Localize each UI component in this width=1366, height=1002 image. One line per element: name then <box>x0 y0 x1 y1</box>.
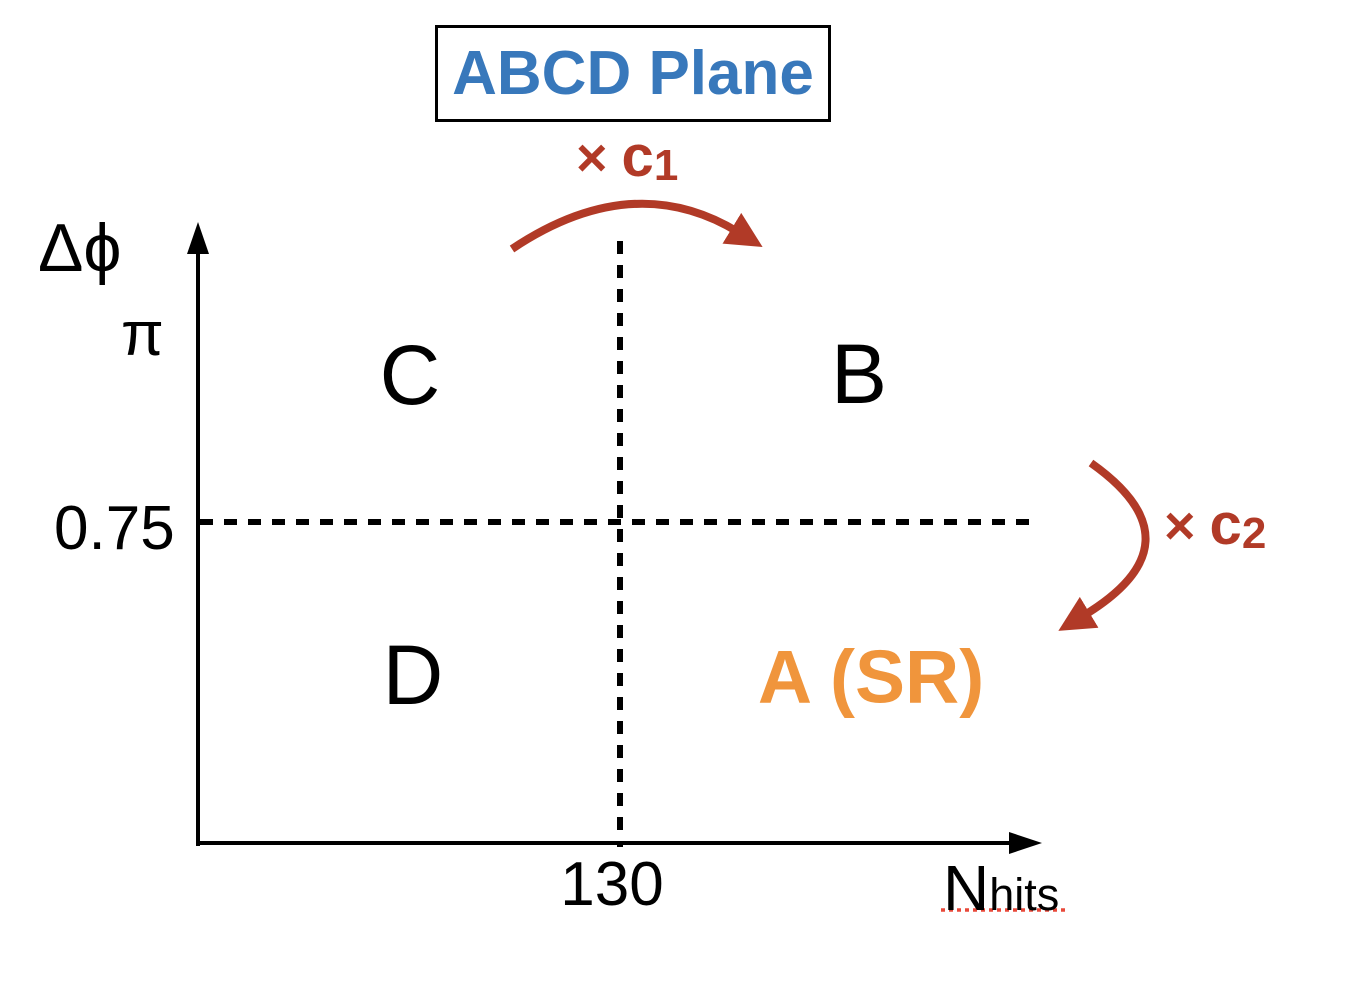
y-axis-pi-tick-label: π <box>121 300 164 369</box>
x-axis-label-subscript: hits <box>989 869 1060 920</box>
y-axis-arrowhead-icon <box>187 222 209 254</box>
c2-subscript: 2 <box>1241 509 1267 558</box>
c1-times-sign: × <box>576 128 608 188</box>
c1-transfer-arrow-icon <box>509 199 763 253</box>
c1-variable: c <box>621 124 654 189</box>
y-axis-label: Δϕ <box>38 210 122 286</box>
x-axis-arrowhead-icon <box>1009 832 1042 854</box>
c2-factor-label: ×c2 <box>1164 496 1266 556</box>
diagram-title: ABCD Plane <box>452 38 814 108</box>
c2-transfer-arrow-icon <box>1058 459 1150 631</box>
x-axis-threshold-tick-label: 130 <box>560 850 664 919</box>
c2-variable: c <box>1209 492 1242 557</box>
c1-factor-label: ×c1 <box>576 128 678 188</box>
region-c-label: C <box>379 328 441 422</box>
y-axis-threshold-tick-label: 0.75 <box>54 494 175 563</box>
region-a-signal-label: A (SR) <box>757 634 985 719</box>
c2-times-sign: × <box>1164 496 1196 556</box>
x-axis-label-base: N <box>943 852 990 924</box>
x-axis-label: Nhits <box>943 856 1059 920</box>
title-box: ABCD Plane <box>435 25 831 122</box>
region-b-label: B <box>830 327 888 421</box>
region-d-label: D <box>382 628 444 722</box>
c1-subscript: 1 <box>653 141 679 190</box>
